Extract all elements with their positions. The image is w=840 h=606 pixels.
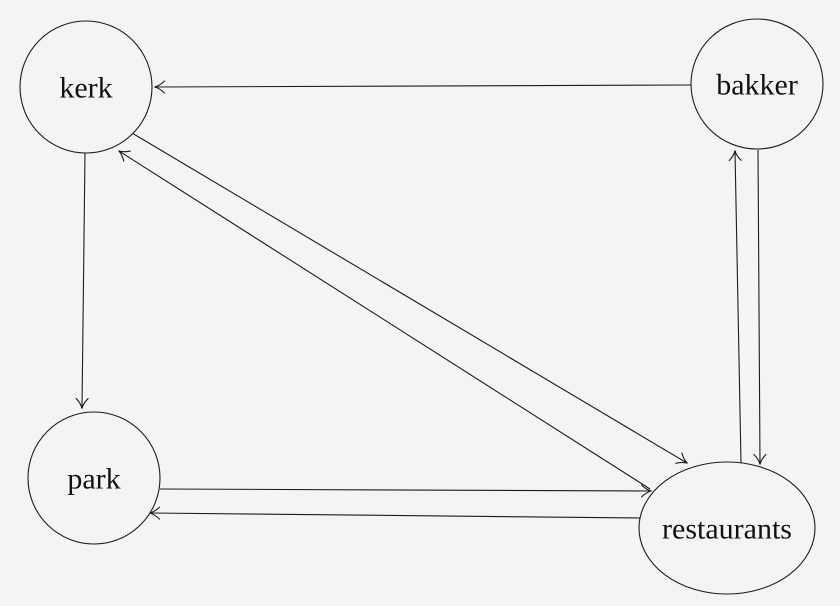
edge-restaurants-to-bakker: [728, 150, 742, 464]
node-bakker-label: bakker: [716, 69, 798, 102]
node-kerk-label: kerk: [59, 72, 112, 105]
node-bakker: bakker: [690, 18, 824, 150]
node-park-circle: [27, 411, 161, 545]
edge-kerk-to-restaurants: [131, 132, 688, 464]
node-park-label: park: [67, 463, 120, 496]
node-restaurants-ellipse: [638, 461, 816, 595]
edge-bakker-to-restaurants: [753, 149, 767, 465]
edge-restaurants-to-park: [149, 506, 643, 520]
edge-bakker-to-kerk: [154, 80, 692, 94]
edge-kerk-to-park: [75, 152, 89, 409]
node-kerk-circle: [19, 20, 153, 154]
node-kerk: kerk: [19, 20, 153, 154]
edge-park-to-restaurants: [159, 484, 652, 498]
node-restaurants-label: restaurants: [662, 513, 792, 546]
edge-restaurants-to-kerk: [118, 150, 651, 490]
node-park: park: [27, 411, 161, 545]
node-restaurants: restaurants: [638, 461, 816, 595]
node-bakker-circle: [690, 18, 824, 150]
